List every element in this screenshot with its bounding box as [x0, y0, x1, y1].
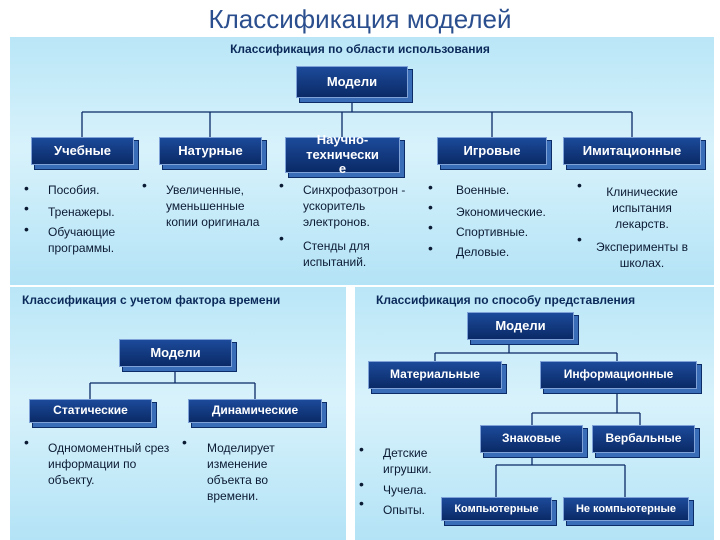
repr-root-box: Модели [467, 312, 574, 340]
material-item: Детские игрушки. [383, 446, 432, 476]
games-item: Деловые. [456, 245, 510, 259]
material-item: Чучела. [383, 483, 427, 497]
material-box: Материальные [368, 361, 502, 389]
bullet-icon: • [24, 434, 29, 450]
educational-item: Пособия. [48, 183, 100, 197]
dynamic-item: Моделирует изменение объекта во времени. [207, 441, 275, 503]
informational-box: Информационные [540, 361, 697, 389]
bullet-icon: • [577, 177, 582, 193]
bullet-icon: • [359, 495, 364, 511]
static-item: Одномоментный срез информации по объекту… [48, 441, 170, 487]
scientific-item: Синхрофазотрон - ускоритель электронов. [303, 183, 406, 229]
category-natural: Натурные [159, 137, 262, 165]
dynamic-box: Динамические [188, 399, 322, 423]
games-item: Экономические. [456, 205, 546, 219]
category-games: Игровые [437, 137, 547, 165]
educational-item: Тренажеры. [48, 205, 115, 219]
bullet-icon: • [359, 441, 364, 457]
bullet-icon: • [24, 221, 29, 237]
natural-item: Увеличенные, уменьшенные копии оригинала [166, 183, 260, 229]
bullet-icon: • [279, 177, 284, 193]
simulation-item: Клинические испытания лекарств. [606, 185, 678, 231]
games-item: Спортивные. [456, 225, 529, 239]
time-subtitle: Классификация с учетом фактора времени [22, 293, 281, 307]
category-simulation: Имитационные [563, 137, 701, 165]
educational-item: Обучающие программы. [48, 225, 116, 255]
games-item: Военные. [456, 183, 510, 197]
category-scientific-label: Научно-технические [306, 131, 379, 177]
verbal-box: Вербальные [592, 425, 695, 453]
bullet-icon: • [359, 476, 364, 492]
bullet-icon: • [428, 179, 433, 195]
computer-box: Компьютерные [441, 497, 552, 521]
static-box: Статические [29, 399, 152, 423]
repr-subtitle: Классификация по способу представления [376, 293, 636, 307]
category-scientific: Научно-технические [285, 132, 400, 176]
bullet-icon: • [428, 199, 433, 215]
top-root-box: Модели [296, 66, 408, 98]
bullet-icon: • [577, 231, 582, 247]
bullet-icon: • [279, 230, 284, 246]
bullet-icon: • [428, 219, 433, 235]
bullet-icon: • [428, 240, 433, 256]
material-item: Опыты. [383, 503, 425, 517]
bullet-icon: • [24, 180, 29, 196]
bullet-icon: • [142, 177, 147, 193]
sign-box: Знаковые [480, 425, 583, 453]
time-root-box: Модели [119, 339, 232, 367]
scientific-item: Стенды для испытаний. [303, 239, 370, 269]
simulation-item: Эксперименты в школах. [596, 240, 688, 270]
bullet-icon: • [24, 200, 29, 216]
bullet-icon: • [182, 434, 187, 450]
top-subtitle: Классификация по области использования [230, 42, 490, 56]
page-title: Классификация моделей [208, 4, 512, 34]
noncomputer-box: Не компьютерные [563, 497, 689, 521]
category-educational: Учебные [31, 137, 134, 165]
